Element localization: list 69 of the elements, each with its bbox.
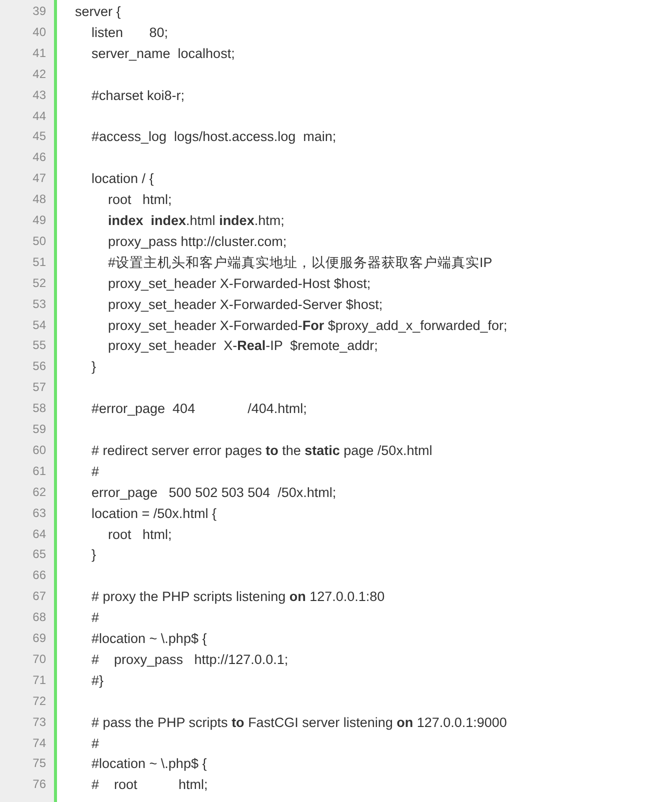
line-number: 39 [32, 3, 46, 20]
line-number: 66 [32, 567, 46, 584]
line-number: 62 [32, 484, 46, 501]
line-number: 58 [32, 400, 46, 418]
line-number: 72 [32, 692, 46, 710]
code-line: root html; [108, 526, 172, 544]
code-line: proxy_pass http://cluster.com; [108, 232, 287, 251]
line-number: 74 [32, 734, 46, 752]
line-number: 60 [32, 442, 46, 459]
code-line: proxy_set_header X-Forwarded-Server $host; [108, 296, 383, 314]
code-line: #location ~ \.php$ { [92, 755, 207, 774]
code-line: proxy_set_header X-Forwarded-Host $host; [108, 274, 371, 293]
line-number: 75 [32, 755, 46, 772]
line-number: 50 [32, 232, 46, 250]
line-number: 54 [32, 316, 46, 334]
line-number: 46 [32, 149, 46, 166]
line-number: 63 [32, 504, 46, 522]
code-line: error_page 500 502 503 504 /50x.html; [92, 484, 336, 502]
code-line: } [92, 358, 96, 376]
line-number: 73 [32, 714, 46, 731]
line-number: 45 [32, 128, 46, 146]
line-number: 52 [32, 274, 46, 292]
line-number: 43 [32, 86, 46, 104]
line-number: 41 [32, 44, 46, 62]
code-line: listen 80; [92, 24, 168, 42]
code-line: # [92, 734, 100, 752]
code-line: } [92, 546, 96, 564]
line-number: 48 [32, 191, 46, 208]
code-line: #设置主机头和客户端真实地址，以便服务器获取客户端真实IP [108, 254, 492, 272]
line-number: 64 [32, 526, 46, 542]
code-line: # pass the PHP scripts to FastCGI server listening on 127.0.0.1:9000 [92, 714, 507, 732]
code-line: #access_log logs/host.access.log main; [92, 128, 336, 146]
line-number: 59 [32, 421, 46, 438]
code-line: # root html; [92, 776, 208, 794]
code-line: # proxy the PHP scripts listening on 127.0.0.1:80 [92, 588, 385, 606]
code-line: location = /50x.html { [92, 504, 216, 523]
code-line: # [92, 462, 100, 481]
line-number: 47 [32, 170, 46, 188]
line-number: 65 [32, 546, 46, 564]
line-number: 44 [32, 108, 46, 124]
code-line: root html; [108, 191, 172, 210]
line-number: 49 [32, 212, 46, 229]
code-line: server { [75, 3, 121, 21]
code-line: proxy_set_header X-Real-IP $remote_addr; [108, 337, 378, 356]
line-number: 55 [32, 337, 46, 354]
code-line: #error_page 404 /404.html; [92, 400, 307, 418]
code-line: server_name localhost; [92, 44, 235, 63]
code-line: #charset koi8-r; [92, 86, 185, 105]
line-number: 53 [32, 296, 46, 313]
line-number: 57 [32, 379, 46, 396]
code-line: # redirect server error pages to the static page /50x.html [92, 442, 432, 460]
code-line: location / { [92, 170, 154, 188]
code-line: #} [92, 672, 104, 690]
code-line: index index.html index.htm; [108, 212, 284, 230]
line-number: 69 [32, 630, 46, 647]
line-number: 40 [32, 24, 46, 41]
line-number: 70 [32, 650, 46, 668]
code-line: # [92, 609, 100, 628]
line-number: 67 [32, 588, 46, 606]
line-number: 61 [32, 462, 46, 480]
line-number: 68 [32, 609, 46, 626]
code-line: # proxy_pass http://127.0.0.1; [92, 650, 288, 669]
code-line: proxy_set_header X-Forwarded-For $proxy_add_x_forwarded_for; [108, 316, 508, 335]
line-number: 76 [32, 776, 46, 794]
code-line: #location ~ \.php$ { [92, 630, 207, 648]
line-number: 51 [32, 254, 46, 271]
line-number: 71 [32, 672, 46, 689]
line-number: 56 [32, 358, 46, 376]
line-number: 42 [32, 66, 46, 83]
